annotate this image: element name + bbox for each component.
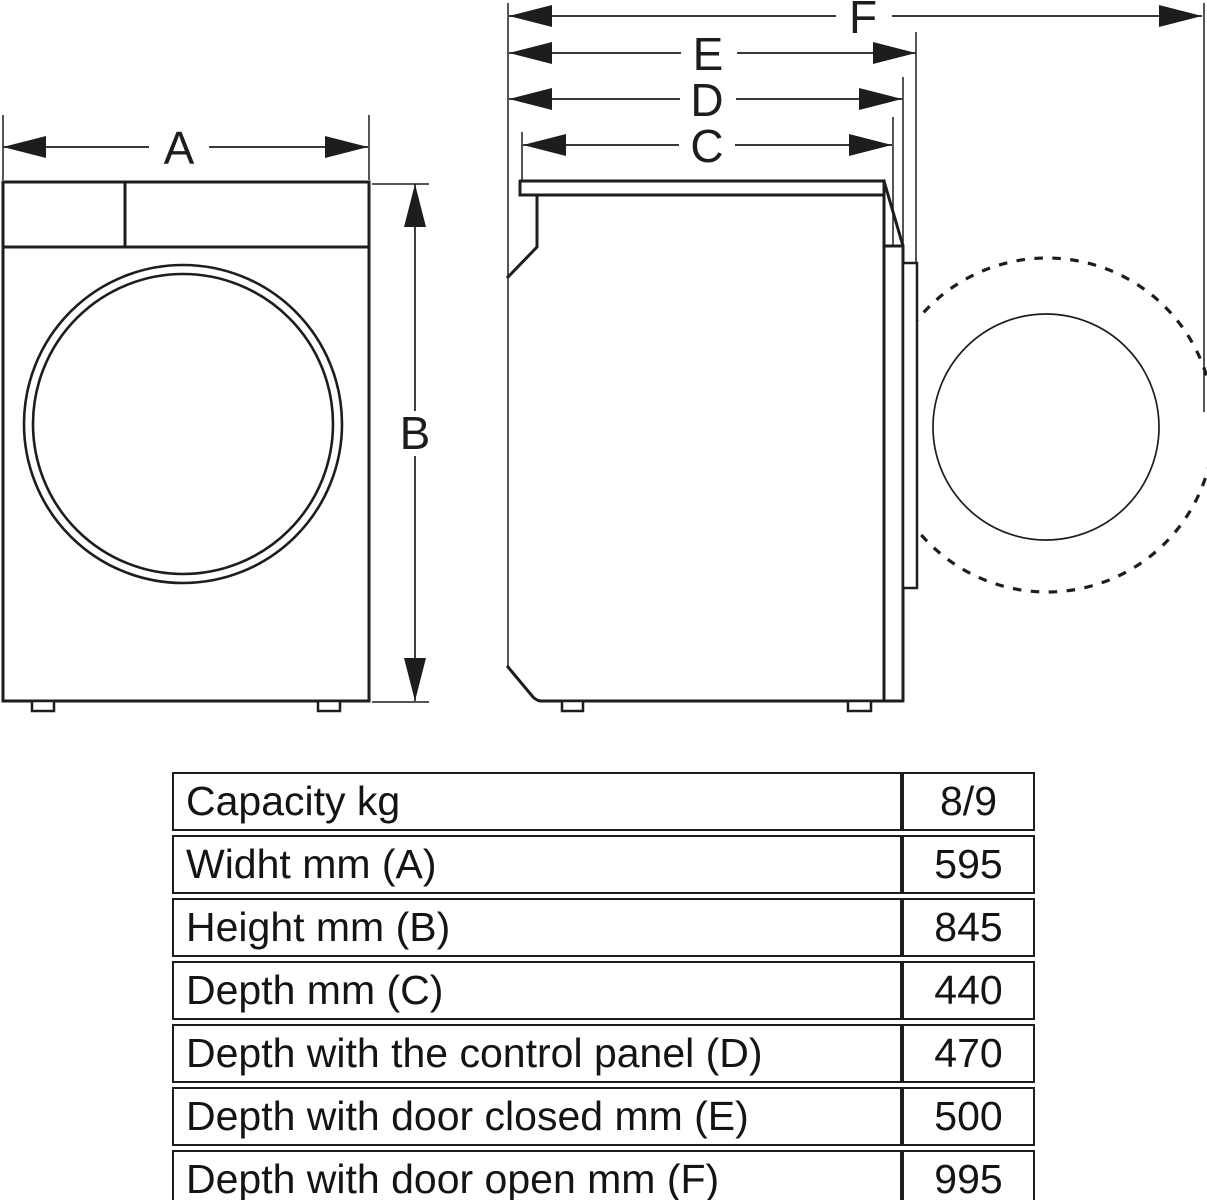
dimension-label-c: C xyxy=(690,120,723,172)
table-row-depth-door-closed: Depth with door closed mm (E) 500 xyxy=(172,1087,1035,1146)
front-door-inner-ring xyxy=(31,272,335,576)
dimension-b: B xyxy=(400,184,431,701)
spec-label: Depth with door open mm (F) xyxy=(172,1150,902,1200)
dimension-diagram: F E D xyxy=(1,0,1207,713)
side-closed-door xyxy=(901,261,919,590)
dimension-a: A xyxy=(3,122,368,174)
side-left-foot xyxy=(560,699,585,713)
side-front-bottom-outline xyxy=(505,244,905,703)
spec-label: Widht mm (A) xyxy=(172,835,902,894)
arrowhead-top xyxy=(404,184,426,227)
side-lid-top-edge xyxy=(518,179,886,197)
arrowhead-right xyxy=(849,134,892,156)
arrowhead-left xyxy=(509,5,552,27)
dimension-c: C xyxy=(523,120,892,172)
front-view: A B xyxy=(1,115,431,713)
spec-label: Depth with door closed mm (E) xyxy=(172,1087,902,1146)
arrowhead-left xyxy=(509,42,552,64)
arrowhead-left xyxy=(523,134,566,156)
spec-label: Depth with the control panel (D) xyxy=(172,1024,902,1083)
table-row-depth-control-panel: Depth with the control panel (D) 470 xyxy=(172,1024,1035,1083)
arrowhead-right xyxy=(873,42,916,64)
side-body-fill xyxy=(508,181,903,701)
dimension-e: E xyxy=(509,28,916,80)
spec-value: 595 xyxy=(902,835,1035,894)
door-open-swing-dashed-circle xyxy=(878,256,1207,594)
front-body xyxy=(1,180,371,703)
dimension-f: F xyxy=(509,0,1202,43)
door-open-circle xyxy=(932,313,1160,541)
arrowhead-right xyxy=(859,88,902,110)
dimension-d: D xyxy=(509,74,902,126)
table-row-capacity: Capacity kg 8/9 xyxy=(172,772,1035,831)
table-row-height: Height mm (B) 845 xyxy=(172,898,1035,957)
arrowhead-left xyxy=(3,136,46,158)
arrowhead-left xyxy=(509,88,552,110)
arrowhead-bottom xyxy=(404,658,426,701)
dimension-label-e: E xyxy=(693,28,724,80)
spec-table: Capacity kg 8/9 Widht mm (A) 595 Height … xyxy=(172,768,1035,1200)
front-door-outer-ring xyxy=(22,263,344,585)
table-row-width: Widht mm (A) 595 xyxy=(172,835,1035,894)
dimension-label-d: D xyxy=(690,74,723,126)
side-right-foot xyxy=(846,699,873,713)
spec-value: 500 xyxy=(902,1087,1035,1146)
side-view: F E D xyxy=(505,0,1207,713)
spec-value: 8/9 xyxy=(902,772,1035,831)
spec-label: Capacity kg xyxy=(172,772,902,831)
table-row-depth: Depth mm (C) 440 xyxy=(172,961,1035,1020)
spec-label: Height mm (B) xyxy=(172,898,902,957)
spec-value: 470 xyxy=(902,1024,1035,1083)
dimension-label-a: A xyxy=(164,122,195,174)
side-back-top-bevel xyxy=(505,193,539,280)
front-left-foot xyxy=(30,699,56,713)
table-row-depth-door-open: Depth with door open mm (F) 995 xyxy=(172,1150,1035,1200)
dimension-drawing: F E D xyxy=(1,0,1207,713)
dimension-label-f: F xyxy=(849,0,877,43)
spec-value: 995 xyxy=(902,1150,1035,1200)
dimension-label-b: B xyxy=(400,407,431,459)
front-right-foot xyxy=(316,699,342,713)
spec-value: 845 xyxy=(902,898,1035,957)
spec-label: Depth mm (C) xyxy=(172,961,902,1020)
spec-value: 440 xyxy=(902,961,1035,1020)
arrowhead-right xyxy=(1159,5,1202,27)
arrowhead-right xyxy=(325,136,368,158)
